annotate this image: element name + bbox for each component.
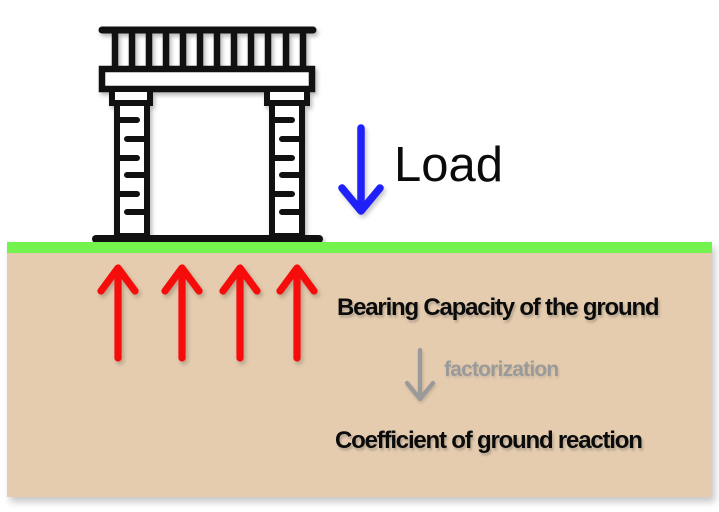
load-label: Load — [394, 138, 504, 192]
railing-bars — [111, 30, 307, 69]
up-arrow-4 — [276, 264, 318, 362]
load-arrow-head — [338, 184, 384, 215]
bearing-capacity-label: Bearing Capacity of the ground — [337, 294, 660, 321]
load-down-arrow-icon — [338, 124, 384, 215]
left-column-brick-marks — [114, 117, 150, 215]
up-arrow-3 — [219, 264, 261, 362]
bridge-structure-strokes — [92, 26, 323, 243]
up-arrow-2 — [161, 264, 203, 362]
ground-reaction-up-arrows-icon — [97, 264, 318, 362]
ground-region — [7, 242, 712, 497]
up-arrow-1 — [97, 264, 139, 362]
bridge-structure-icon — [92, 26, 323, 243]
factorization-arrow-strokes — [404, 347, 436, 402]
reaction-arrow-strokes — [97, 264, 318, 362]
coefficient-of-ground-reaction-label: Coefficient of ground reaction — [335, 427, 643, 454]
factorization-down-arrow-icon — [404, 347, 436, 402]
factorization-arrow-head — [404, 380, 436, 402]
deck-beam — [98, 65, 316, 93]
factorization-label: factorization — [444, 358, 559, 381]
right-column-brick-marks — [269, 117, 305, 215]
load-arrow-strokes — [338, 124, 384, 215]
